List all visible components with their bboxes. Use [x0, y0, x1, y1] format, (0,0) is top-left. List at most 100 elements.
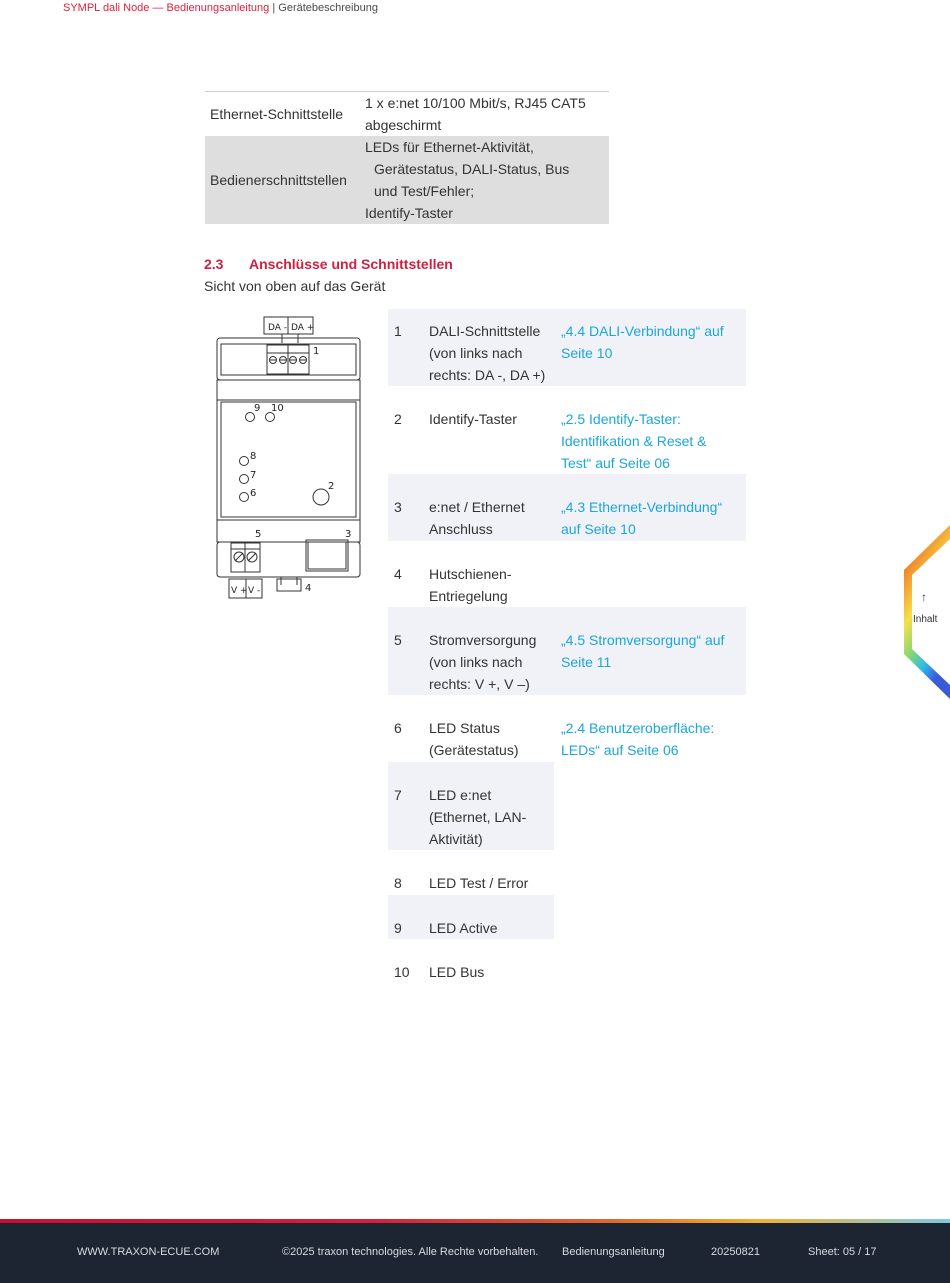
part-description: e:net / Ethernet Anschluss [429, 474, 561, 541]
table-row: 6 LED Status (Gerätestatus) „2.4 Benutze… [388, 695, 746, 762]
spec-row: Bedienerschnittstellen LEDs für Ethernet… [205, 136, 609, 224]
part-description: LED Bus [429, 939, 561, 983]
footer-copyright: ©2025 traxon technologies. Alle Rechte v… [282, 1246, 539, 1258]
part-desc-line: (von links nach [429, 345, 523, 361]
part-desc-line: Stromversorgung [429, 632, 537, 648]
led-bus [265, 412, 275, 422]
part-number: 7 [394, 787, 402, 803]
part-description: LED e:net (Ethernet, LAN- Aktivität) [429, 762, 561, 850]
table-row: 5 Stromversorgung (von links nach rechts… [388, 607, 746, 695]
callout-6: 6 [250, 488, 256, 499]
part-link-line[interactable]: LEDs“ auf Seite 06 [561, 742, 679, 758]
part-link-line[interactable]: Test“ auf Seite 06 [561, 455, 670, 471]
toc-side-tab[interactable] [904, 525, 950, 699]
footer-website[interactable]: WWW.TRAXON-ECUE.COM [77, 1246, 220, 1258]
table-row: 7 LED e:net (Ethernet, LAN- Aktivität) [388, 762, 746, 850]
spec-value: LEDs für Ethernet-Aktivität, Gerätestatu… [365, 136, 609, 224]
din-rail-release [276, 578, 302, 592]
part-desc-line: (Gerätestatus) [429, 742, 519, 758]
callout-3: 3 [345, 529, 351, 540]
part-link-line[interactable]: Seite 10 [561, 345, 613, 361]
ethernet-port [305, 539, 349, 572]
part-desc-line: Hutschienen- [429, 566, 512, 582]
part-desc-line: rechts: V +, V –) [429, 676, 530, 692]
spec-value-line: 1 x e:net 10/100 Mbit/s, RJ45 CAT5 [365, 95, 586, 111]
callout-5: 5 [255, 529, 261, 540]
table-row: 1 DALI-Schnittstelle (von links nach rec… [388, 309, 746, 386]
part-number: 6 [394, 720, 402, 736]
part-desc-line: rechts: DA -, DA +) [429, 367, 546, 383]
led-status [239, 492, 249, 502]
part-link-line[interactable]: Seite 11 [561, 654, 612, 670]
label-da-plus: DA + [291, 323, 314, 333]
header-section: Gerätebeschreibung [278, 2, 378, 14]
callout-2: 2 [328, 481, 334, 492]
part-reference-link[interactable]: „2.4 Benutzeroberfläche: LEDs“ auf Seite… [561, 695, 746, 762]
running-header: SYMPL dali Node — Bedienungsanleitung | … [63, 2, 378, 15]
header-doc-title[interactable]: SYMPL dali Node — Bedienungsanleitung [63, 2, 270, 14]
part-link-line[interactable]: „4.5 Stromversorgung“ auf [561, 632, 725, 648]
part-link-line[interactable]: „4.4 DALI-Verbindung“ auf [561, 323, 724, 339]
part-reference-link[interactable]: „4.5 Stromversorgung“ auf Seite 11 [561, 607, 746, 695]
part-link-line[interactable]: „2.5 Identify-Taster: [561, 411, 681, 427]
callout-7: 7 [250, 470, 256, 481]
part-desc-line: (von links nach [429, 654, 523, 670]
part-description: Hutschienen- Entriegelung [429, 541, 561, 607]
part-desc-line: Entriegelung [429, 588, 508, 604]
spec-value: 1 x e:net 10/100 Mbit/s, RJ45 CAT5 abges… [365, 92, 609, 137]
callout-8: 8 [250, 451, 256, 462]
part-desc-line: (Ethernet, LAN- [429, 809, 527, 825]
part-number: 3 [394, 499, 402, 515]
footer-bar [0, 1219, 950, 1283]
part-number: 1 [394, 323, 402, 339]
callout-9: 9 [254, 403, 260, 414]
part-description: DALI-Schnittstelle (von links nach recht… [429, 309, 561, 386]
part-link-line[interactable]: „4.3 Ethernet-Verbindung“ [561, 499, 723, 515]
part-description: Identify-Taster [429, 386, 561, 474]
toc-label[interactable]: Inhalt [913, 614, 938, 625]
spec-key: Bedienerschnittstellen [205, 136, 365, 224]
part-number: 10 [394, 964, 410, 980]
footer-date: 20250821 [711, 1246, 760, 1258]
part-desc-line: LED e:net [429, 787, 492, 803]
section-number: 2.3 [204, 256, 224, 272]
led-test-error [239, 456, 249, 466]
table-row: 2 Identify-Taster „2.5 Identify-Taster: … [388, 386, 746, 474]
footer-doctype: Bedienungsanleitung [562, 1246, 665, 1258]
section-title: Anschlüsse und Schnittstellen [249, 256, 453, 272]
callout-4: 4 [305, 583, 311, 594]
part-number: 4 [394, 566, 402, 582]
part-number: 2 [394, 411, 402, 427]
callout-1: 1 [313, 346, 319, 357]
table-row: 3 e:net / Ethernet Anschluss „4.3 Ethern… [388, 474, 746, 541]
part-description: LED Active [429, 895, 561, 939]
part-desc-line: Aktivität) [429, 831, 483, 847]
parts-table: 1 DALI-Schnittstelle (von links nach rec… [388, 309, 746, 983]
part-description: LED Test / Error [429, 850, 561, 895]
table-row: 10 LED Bus [388, 939, 746, 983]
part-desc-line: LED Status [429, 720, 500, 736]
part-link-line[interactable]: auf Seite 10 [561, 521, 636, 537]
label-da-minus: DA - [268, 323, 287, 333]
part-number: 5 [394, 632, 402, 648]
part-description: Stromversorgung (von links nach rechts: … [429, 607, 561, 695]
part-reference-link[interactable]: „4.4 DALI-Verbindung“ auf Seite 10 [561, 309, 746, 386]
spec-value-line: abgeschirmt [365, 117, 442, 133]
part-reference-link[interactable]: „2.5 Identify-Taster: Identifikation & R… [561, 386, 746, 474]
part-link-line[interactable]: Identifikation & Reset & [561, 433, 707, 449]
spec-value-line: Gerätestatus, DALI-Status, Bus [374, 161, 570, 177]
part-desc-line: Anschluss [429, 521, 493, 537]
part-desc-line: LED Active [429, 920, 498, 936]
table-row: 4 Hutschienen- Entriegelung [388, 541, 746, 607]
header-separator: | [269, 2, 279, 14]
part-desc-line: LED Test / Error [429, 875, 529, 891]
part-desc-line: DALI-Schnittstelle [429, 323, 541, 339]
footer-sheet: Sheet: 05 / 17 [808, 1246, 877, 1258]
part-description: LED Status (Gerätestatus) [429, 695, 561, 762]
part-reference-link[interactable]: „4.3 Ethernet-Verbindung“ auf Seite 10 [561, 474, 746, 541]
part-link-line[interactable]: „2.4 Benutzeroberfläche: [561, 720, 715, 736]
arrow-up-icon[interactable]: ↑ [921, 590, 927, 604]
spec-table: Ethernet-Schnittstelle 1 x e:net 10/100 … [205, 91, 609, 224]
part-number: 8 [394, 875, 402, 891]
section-subtitle: Sicht von oben auf das Gerät [204, 278, 386, 294]
